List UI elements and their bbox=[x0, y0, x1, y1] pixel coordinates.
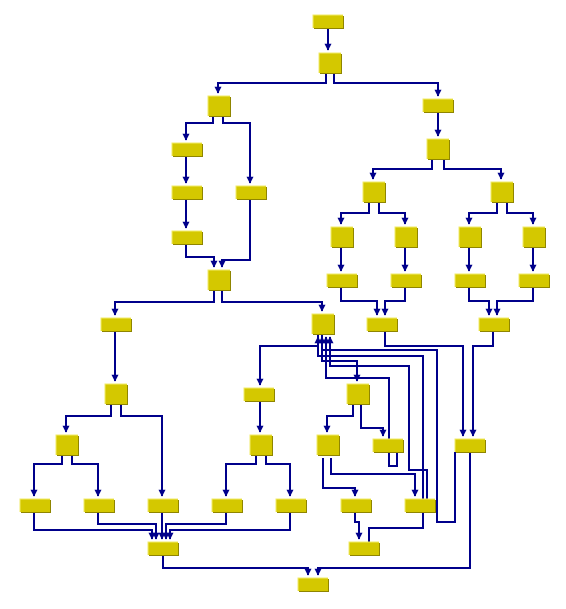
node-r2b2[interactable] bbox=[522, 226, 546, 248]
node-b8[interactable] bbox=[348, 541, 380, 556]
node-r3b2[interactable] bbox=[518, 273, 550, 288]
edge-42 bbox=[97, 512, 160, 540]
edge-46 bbox=[354, 512, 363, 540]
edge-32 bbox=[120, 404, 166, 497]
edge-34 bbox=[360, 404, 387, 437]
node-mrl2[interactable] bbox=[249, 434, 273, 456]
edge-33 bbox=[323, 404, 354, 433]
edge-5 bbox=[222, 116, 254, 184]
node-b2[interactable] bbox=[83, 498, 115, 513]
node-r3a1[interactable] bbox=[326, 273, 358, 288]
edge-11 bbox=[369, 159, 433, 180]
edge-26 bbox=[221, 290, 326, 312]
edge-47 bbox=[384, 331, 467, 437]
node-layer bbox=[19, 14, 550, 592]
edge-51 bbox=[314, 336, 424, 555]
node-top[interactable] bbox=[312, 14, 344, 29]
edge-21 bbox=[340, 287, 381, 316]
node-l1b[interactable] bbox=[171, 185, 203, 200]
node-l1[interactable] bbox=[207, 95, 231, 117]
edge-54 bbox=[314, 452, 471, 576]
node-mrl[interactable] bbox=[243, 387, 275, 402]
node-r2b1[interactable] bbox=[458, 226, 482, 248]
edge-41 bbox=[33, 512, 156, 540]
edge-45 bbox=[166, 512, 291, 540]
edge-50 bbox=[326, 336, 428, 512]
edge-40 bbox=[330, 458, 419, 497]
edge-48 bbox=[469, 331, 494, 437]
node-r1[interactable] bbox=[422, 98, 454, 113]
edge-44 bbox=[162, 512, 227, 540]
node-b1[interactable] bbox=[19, 498, 51, 513]
node-r2[interactable] bbox=[426, 138, 450, 160]
edge-38 bbox=[265, 455, 294, 497]
node-r3b1[interactable] bbox=[454, 273, 486, 288]
node-ml2[interactable] bbox=[104, 383, 128, 405]
edge-2 bbox=[214, 73, 327, 94]
node-ml[interactable] bbox=[100, 317, 132, 332]
node-mid[interactable] bbox=[207, 269, 231, 291]
edge-36 bbox=[71, 455, 102, 497]
node-l1a[interactable] bbox=[171, 142, 203, 157]
edge-4 bbox=[182, 116, 214, 141]
node-l1d[interactable] bbox=[171, 230, 203, 245]
node-root[interactable] bbox=[318, 52, 342, 74]
edge-35 bbox=[30, 455, 63, 497]
edge-23 bbox=[468, 287, 493, 316]
edge-31 bbox=[62, 404, 112, 433]
edge-13 bbox=[337, 202, 370, 225]
edge-layer bbox=[30, 28, 537, 576]
edge-22 bbox=[381, 287, 406, 316]
edge-15 bbox=[465, 202, 498, 225]
node-r4b[interactable] bbox=[478, 317, 510, 332]
node-r2a1[interactable] bbox=[330, 226, 354, 248]
node-mrr2[interactable] bbox=[316, 434, 340, 456]
node-merge[interactable] bbox=[147, 541, 179, 556]
node-r2a2[interactable] bbox=[394, 226, 418, 248]
node-mrr[interactable] bbox=[346, 383, 370, 405]
node-b7[interactable] bbox=[404, 498, 436, 513]
node-ml3[interactable] bbox=[55, 434, 79, 456]
edge-29 bbox=[321, 334, 361, 382]
node-b3[interactable] bbox=[147, 498, 179, 513]
edge-49 bbox=[322, 336, 398, 467]
node-b6[interactable] bbox=[340, 498, 372, 513]
node-r2b[interactable] bbox=[490, 181, 514, 203]
edge-52 bbox=[318, 336, 456, 523]
edge-28 bbox=[256, 334, 319, 386]
edge-16 bbox=[506, 202, 537, 225]
edge-37 bbox=[222, 455, 257, 497]
node-l1c[interactable] bbox=[235, 185, 267, 200]
node-b4[interactable] bbox=[211, 498, 243, 513]
node-r4a[interactable] bbox=[366, 317, 398, 332]
edge-3 bbox=[333, 73, 442, 97]
node-r5[interactable] bbox=[454, 438, 486, 453]
edge-12 bbox=[443, 159, 505, 180]
edge-14 bbox=[378, 202, 409, 225]
edge-9 bbox=[218, 199, 251, 268]
edge-8 bbox=[185, 244, 218, 268]
node-b5[interactable] bbox=[275, 498, 307, 513]
edge-39 bbox=[322, 458, 359, 497]
node-r3a2[interactable] bbox=[390, 273, 422, 288]
edge-25 bbox=[111, 290, 215, 316]
edge-24 bbox=[493, 287, 534, 316]
node-mrr-s[interactable] bbox=[372, 438, 404, 453]
node-mr[interactable] bbox=[311, 313, 335, 335]
edge-53 bbox=[162, 555, 312, 576]
node-r2a[interactable] bbox=[362, 181, 386, 203]
node-sink[interactable] bbox=[297, 577, 329, 592]
